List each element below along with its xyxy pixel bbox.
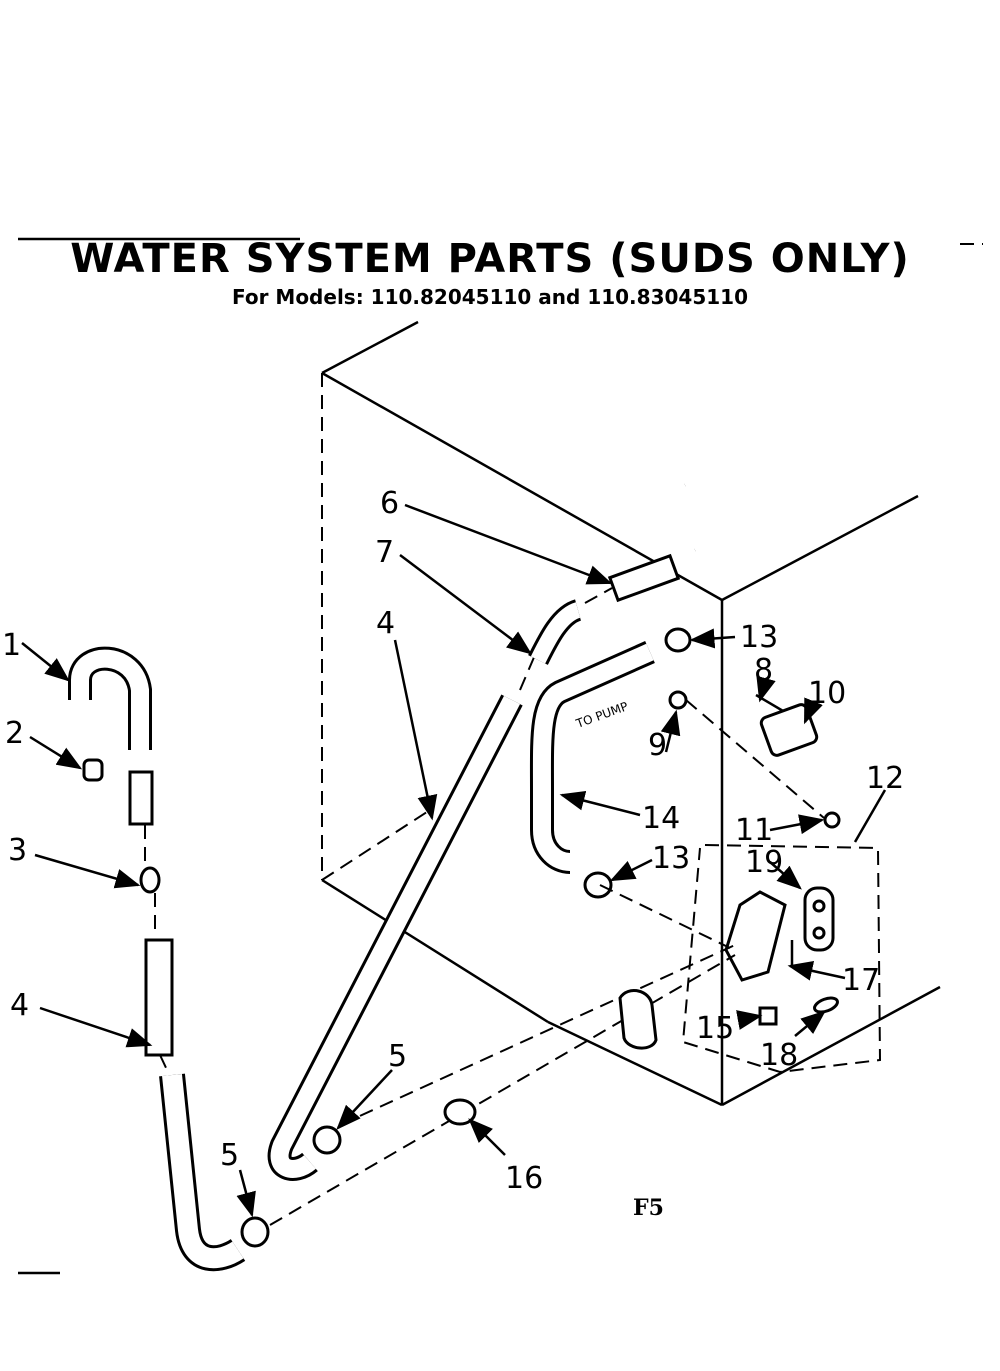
callout-16: 16 [505,1161,543,1196]
callout-13-lower: 13 [652,841,690,876]
pump-part-12 [724,890,787,982]
callout-12: 12 [866,761,904,796]
clip-part-16 [443,1098,477,1126]
callout-leaders [21,503,887,1218]
diagram-title: WATER SYSTEM PARTS (SUDS ONLY) [70,236,910,282]
callout-11: 11 [735,813,773,848]
connector-part-3 [139,866,161,894]
callout-8: 8 [754,653,773,688]
page-border [18,237,983,1275]
callout-7: 7 [375,535,394,570]
callout-17: 17 [842,963,880,998]
callout-14: 14 [642,801,680,836]
callout-19: 19 [745,845,783,880]
part-12-bracket-box [681,844,882,1074]
inner-hose-assembly [267,553,681,1181]
callout-5-lower: 5 [220,1138,239,1173]
callout-1: 1 [2,628,21,663]
bolt-part-9 [668,690,688,710]
to-pump-hose: TO PUMP [529,627,692,899]
cap-part-2 [82,758,104,782]
callout-5-upper: 5 [388,1039,407,1074]
nut-part-11 [823,811,841,829]
callout-4-inner: 4 [376,606,395,641]
callout-3: 3 [8,833,27,868]
hose-part-6 [607,553,681,603]
pin-part-18 [813,996,839,1014]
models-subtitle: For Models: 110.82045110 and 110.8304511… [232,285,748,309]
clamp-part-5-lower [240,1216,270,1248]
callout-18: 18 [760,1038,798,1073]
callout-10: 10 [808,676,846,711]
clamp-part-5-upper [312,1125,342,1155]
clip-part-15 [758,1006,778,1026]
lower-tube-assembly [269,884,736,1226]
callout-15: 15 [696,1011,734,1046]
callout-2: 2 [5,716,24,751]
hose-part-4-left [144,938,174,1057]
callout-6: 6 [380,486,399,521]
clamp-part-13-lower [583,871,613,899]
cabinet-outline [321,320,941,1107]
hose-coupling-upper [128,770,154,826]
callout-9: 9 [648,728,667,763]
figure-code: F5 [633,1195,664,1221]
to-pump-label: TO PUMP [573,699,630,731]
gasket-part-19 [803,886,835,952]
mounting-bracket [618,989,658,1050]
callout-numbers: 1 2 3 4 5 5 4 6 7 13 8 10 9 12 14 11 13 … [2,486,904,1221]
callout-13-upper: 13 [740,620,778,655]
callout-4-left: 4 [10,988,29,1023]
left-hose-assembly [68,646,270,1272]
clamp-part-13-upper [664,627,692,653]
